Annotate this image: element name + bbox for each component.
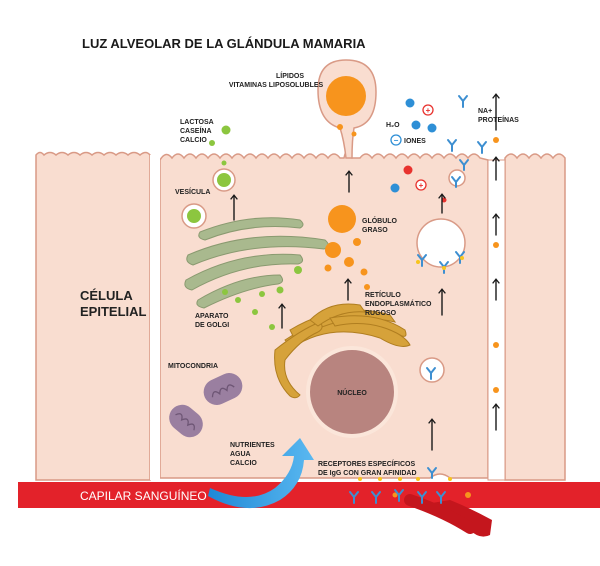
lipid-secretion <box>317 59 377 159</box>
label-rough-er-2: ENDOPLASMÁTICO <box>365 299 432 308</box>
vesicle <box>181 203 207 229</box>
label-epithelial-cell-2: EPITELIAL <box>80 304 147 319</box>
label-receptors-2: DE IgG CON GRAN AFINIDAD <box>318 470 417 477</box>
label-fat-globule-2: GRASO <box>362 227 388 234</box>
lumen-antibodies <box>447 95 487 171</box>
label-fat-globule-1: GLÓBULO <box>362 216 398 225</box>
label-water-2: AGUA <box>230 451 251 458</box>
label-epithelial-cell-1: CÉLULA <box>80 288 133 303</box>
cell-left <box>35 151 151 481</box>
antibody-vesicles <box>416 169 466 479</box>
mitochondria <box>169 373 243 438</box>
label-calcium-2: CALCIO <box>230 460 257 467</box>
golgi-vesicles <box>222 266 302 330</box>
label-rough-er-3: RUGOSO <box>365 310 397 317</box>
label-proteins: PROTEÍNAS <box>478 115 519 124</box>
label-casein: CASEÍNA <box>180 126 212 135</box>
label-sodium: NA+ <box>478 108 492 115</box>
label-golgi-2: DE GOLGI <box>195 322 229 329</box>
nucleus: NÚCLEO <box>306 346 398 438</box>
label-lipids: LÍPIDOS <box>276 71 304 80</box>
label-water: H₂O <box>386 122 400 129</box>
diagram-title: LUZ ALVEOLAR DE LA GLÁNDULA MAMARIA <box>82 36 366 51</box>
label-fat-soluble-vitamins: VITAMINAS LIPOSOLUBLES <box>229 82 324 89</box>
label-capillary: CAPILAR SANGUÍNEO <box>80 488 207 503</box>
lactose-secretion <box>209 125 236 192</box>
sodium-dots <box>493 137 499 393</box>
epithelial-cells <box>35 148 566 481</box>
label-mitochondria: MITOCONDRIA <box>168 363 218 370</box>
golgi-apparatus <box>184 217 329 309</box>
label-rough-er-1: RETÍCULO <box>365 290 401 299</box>
lipid-globules <box>324 205 370 290</box>
label-lactose: LACTOSA <box>180 119 214 126</box>
label-calcium: CALCIO <box>180 137 207 144</box>
cell-right <box>504 153 566 481</box>
svg-text:+: + <box>426 106 431 115</box>
nucleus-label: NÚCLEO <box>337 388 367 397</box>
label-vesicle: VESÍCULA <box>175 187 210 196</box>
ions: + − + <box>390 98 447 203</box>
label-receptors-1: RECEPTORES ESPECÍFICOS <box>318 459 415 468</box>
svg-text:−: − <box>394 136 399 145</box>
receptor-dots <box>358 477 452 481</box>
blood-capillary <box>18 482 600 537</box>
transport-arrows <box>230 93 500 451</box>
rough-er <box>274 303 411 399</box>
label-golgi-1: APARATO <box>195 313 229 320</box>
nutrient-arrow <box>208 438 314 509</box>
svg-text:+: + <box>419 181 424 190</box>
igg-receptors <box>349 489 446 504</box>
label-ions: IONES <box>404 138 426 145</box>
label-nutrients: NUTRIENTES <box>230 442 275 449</box>
